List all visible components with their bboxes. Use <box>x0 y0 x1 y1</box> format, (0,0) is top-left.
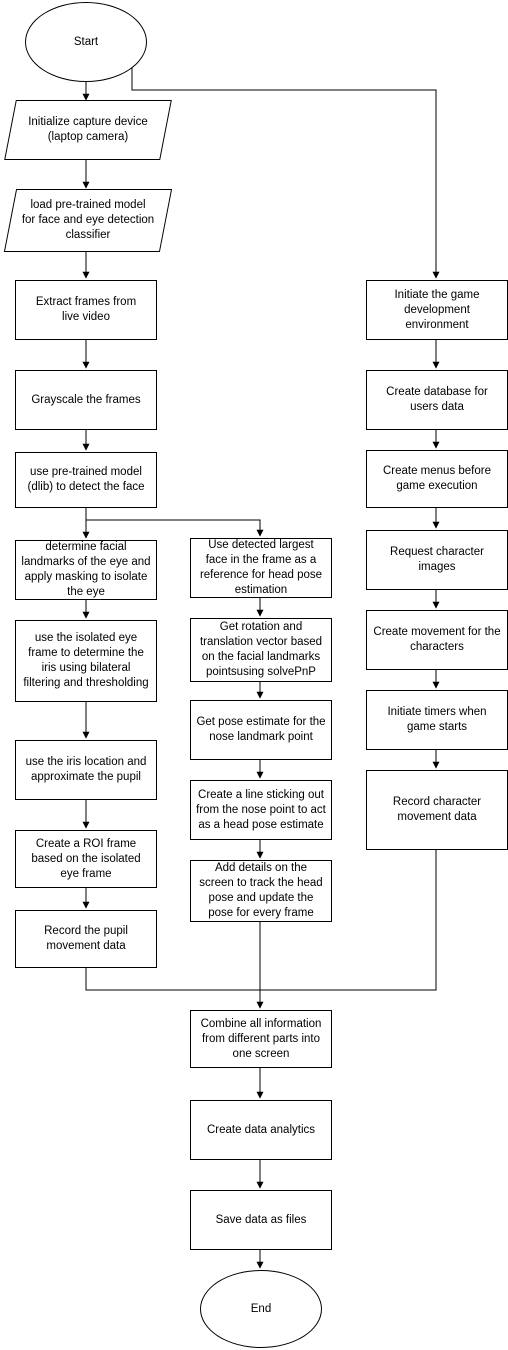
detect-face-node: use pre-trained model (dlib) to detect t… <box>15 452 157 508</box>
combine-node: Combine all information from different p… <box>190 1010 332 1068</box>
save-node: Save data as files <box>190 1190 332 1250</box>
record-pupil-node: Record the pupil movement data <box>15 910 157 968</box>
record-char-node: Record character movement data <box>366 770 508 850</box>
details-node: Add details on the screen to track the h… <box>190 860 332 922</box>
init-capture-node: Initialize capture device (laptop camera… <box>10 100 166 160</box>
rotation-node: Get rotation and translation vector base… <box>190 618 332 682</box>
facial-landmarks-node: determine facial landmarks of the eye an… <box>15 540 157 600</box>
pose-nose-node: Get pose estimate for the nose landmark … <box>190 700 332 760</box>
pupil-node: use the iris location and approximate th… <box>15 740 157 800</box>
load-model-node: load pre-trained model for face and eye … <box>10 189 166 252</box>
line-nose-node: Create a line sticking out from the nose… <box>190 780 332 840</box>
roi-node: Create a ROI frame based on the isolated… <box>15 830 157 888</box>
timers-node: Initiate timers when game starts <box>366 690 508 750</box>
database-node: Create database for users data <box>366 370 508 430</box>
start-label: Start <box>73 35 99 48</box>
largest-face-node: Use detected largest face in the frame a… <box>190 538 332 598</box>
end-node: End <box>200 1270 322 1348</box>
start-node: Start <box>25 2 147 82</box>
movement-node: Create movement for the characters <box>366 610 508 670</box>
char-images-node: Request character images <box>366 530 508 590</box>
game-env-node: Initiate the game development environmen… <box>366 280 508 340</box>
iris-node: use the isolated eye frame to determine … <box>15 620 157 702</box>
extract-frames-node: Extract frames from live video <box>15 280 157 340</box>
edge-record-char-merge <box>260 850 437 991</box>
end-label: End <box>250 1302 272 1315</box>
edge-record-merge <box>85 968 260 991</box>
menus-node: Create menus before game execution <box>366 450 508 508</box>
edge-detect-split <box>85 508 264 537</box>
grayscale-node: Grayscale the frames <box>15 370 157 430</box>
edge-start-game <box>131 52 440 279</box>
analytics-node: Create data analytics <box>190 1100 332 1160</box>
